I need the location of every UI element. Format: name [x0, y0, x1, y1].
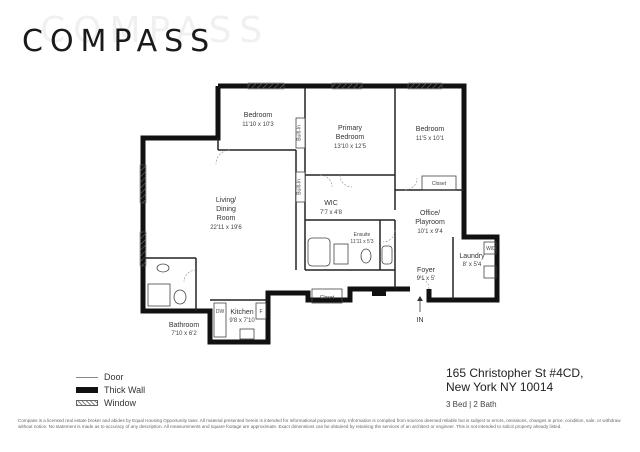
legend-window: Window: [76, 398, 136, 408]
bedroom-1-name: Bedroom: [244, 112, 273, 119]
disclaimer: Compass is a licensed real estate broker…: [18, 418, 621, 429]
listing-info: 165 Christopher St #4CD, New York NY 100…: [446, 366, 626, 409]
compass-watermark: COMPASS: [40, 10, 271, 51]
wd-label: W/D: [486, 246, 496, 252]
primary-bedroom-dims: 13'10 x 12'5: [334, 144, 367, 150]
office-name-1: Office/: [420, 210, 440, 217]
closet-bedroom-label: Closet: [432, 181, 447, 187]
kitchen-name: Kitchen: [230, 309, 253, 316]
legend-window-label: Window: [104, 398, 137, 408]
address-line-2: New York NY 10014: [446, 380, 554, 394]
kitchen-dw-label: DW: [216, 309, 225, 315]
builtin-lower-label: Built-In: [297, 179, 303, 195]
bedroom-2-name: Bedroom: [416, 126, 445, 133]
legend-thick-wall-label: Thick Wall: [104, 385, 146, 395]
laundry-name: Laundry: [459, 253, 485, 260]
foyer-dims: 9'1 x 5': [417, 276, 436, 282]
kitchen-fixtures: [213, 302, 267, 340]
beds-baths: 3 Bed | 2 Bath: [446, 400, 497, 409]
bedroom-2-dims: 11'5 x 10'1: [416, 136, 445, 142]
closet-hall-label: Closet: [320, 295, 335, 301]
ensuite-fixtures: [307, 237, 393, 267]
kitchen-dims: 9'8 x 7'10: [229, 318, 255, 324]
closets: [311, 175, 457, 304]
laundry-fixtures: [483, 241, 497, 279]
primary-bedroom-name-1: Primary: [338, 125, 363, 132]
living-name-1: Living/: [216, 197, 236, 204]
wic-name: WIC: [324, 200, 338, 207]
office-dims: 10'1 x 9'4: [417, 229, 443, 235]
legend-door-label: Door: [104, 372, 124, 382]
entry-arrow: [417, 296, 423, 312]
windows: [139, 82, 443, 267]
bathroom-name: Bathroom: [169, 322, 200, 329]
living-dims: 22'11 x 19'6: [210, 225, 242, 231]
ensuite-dims: 11'11 x 5'3: [350, 239, 373, 245]
thick-wall-swatch: [76, 387, 98, 393]
bedroom-1-dims: 11'10 x 10'3: [242, 122, 274, 128]
ensuite-name: Ensuite: [354, 232, 371, 238]
primary-bedroom-name-2: Bedroom: [336, 134, 365, 141]
address-line-1: 165 Christopher St #4CD,: [446, 366, 584, 380]
kitchen-f-label: F: [259, 309, 262, 315]
legend: Door Thick Wall Window: [76, 372, 216, 412]
legend-door: Door: [76, 372, 124, 382]
window-swatch: [76, 400, 98, 406]
legend-thick-wall: Thick Wall: [76, 385, 145, 395]
office-name-2: Playroom: [415, 219, 445, 226]
built-ins: [295, 117, 306, 203]
living-name-2: Dining: [216, 206, 236, 213]
bathroom-dims: 7'10 x 6'2: [171, 331, 197, 337]
column-block: [372, 288, 386, 296]
bathroom-fixtures: [147, 263, 187, 307]
builtin-upper-label: Built-In: [297, 125, 303, 141]
entry-label: IN: [417, 317, 424, 324]
laundry-dims: 8' x 5'4: [463, 262, 482, 268]
living-name-3: Room: [217, 215, 236, 222]
doors: [183, 149, 430, 290]
foyer-name: Foyer: [417, 267, 436, 274]
compass-logo: COMPASS: [22, 18, 222, 62]
door-swatch: [76, 376, 98, 378]
wic-dims: 7'7 x 4'8: [320, 210, 343, 216]
outer-walls: [140, 83, 500, 345]
logo-text: COMPASS: [22, 24, 217, 59]
